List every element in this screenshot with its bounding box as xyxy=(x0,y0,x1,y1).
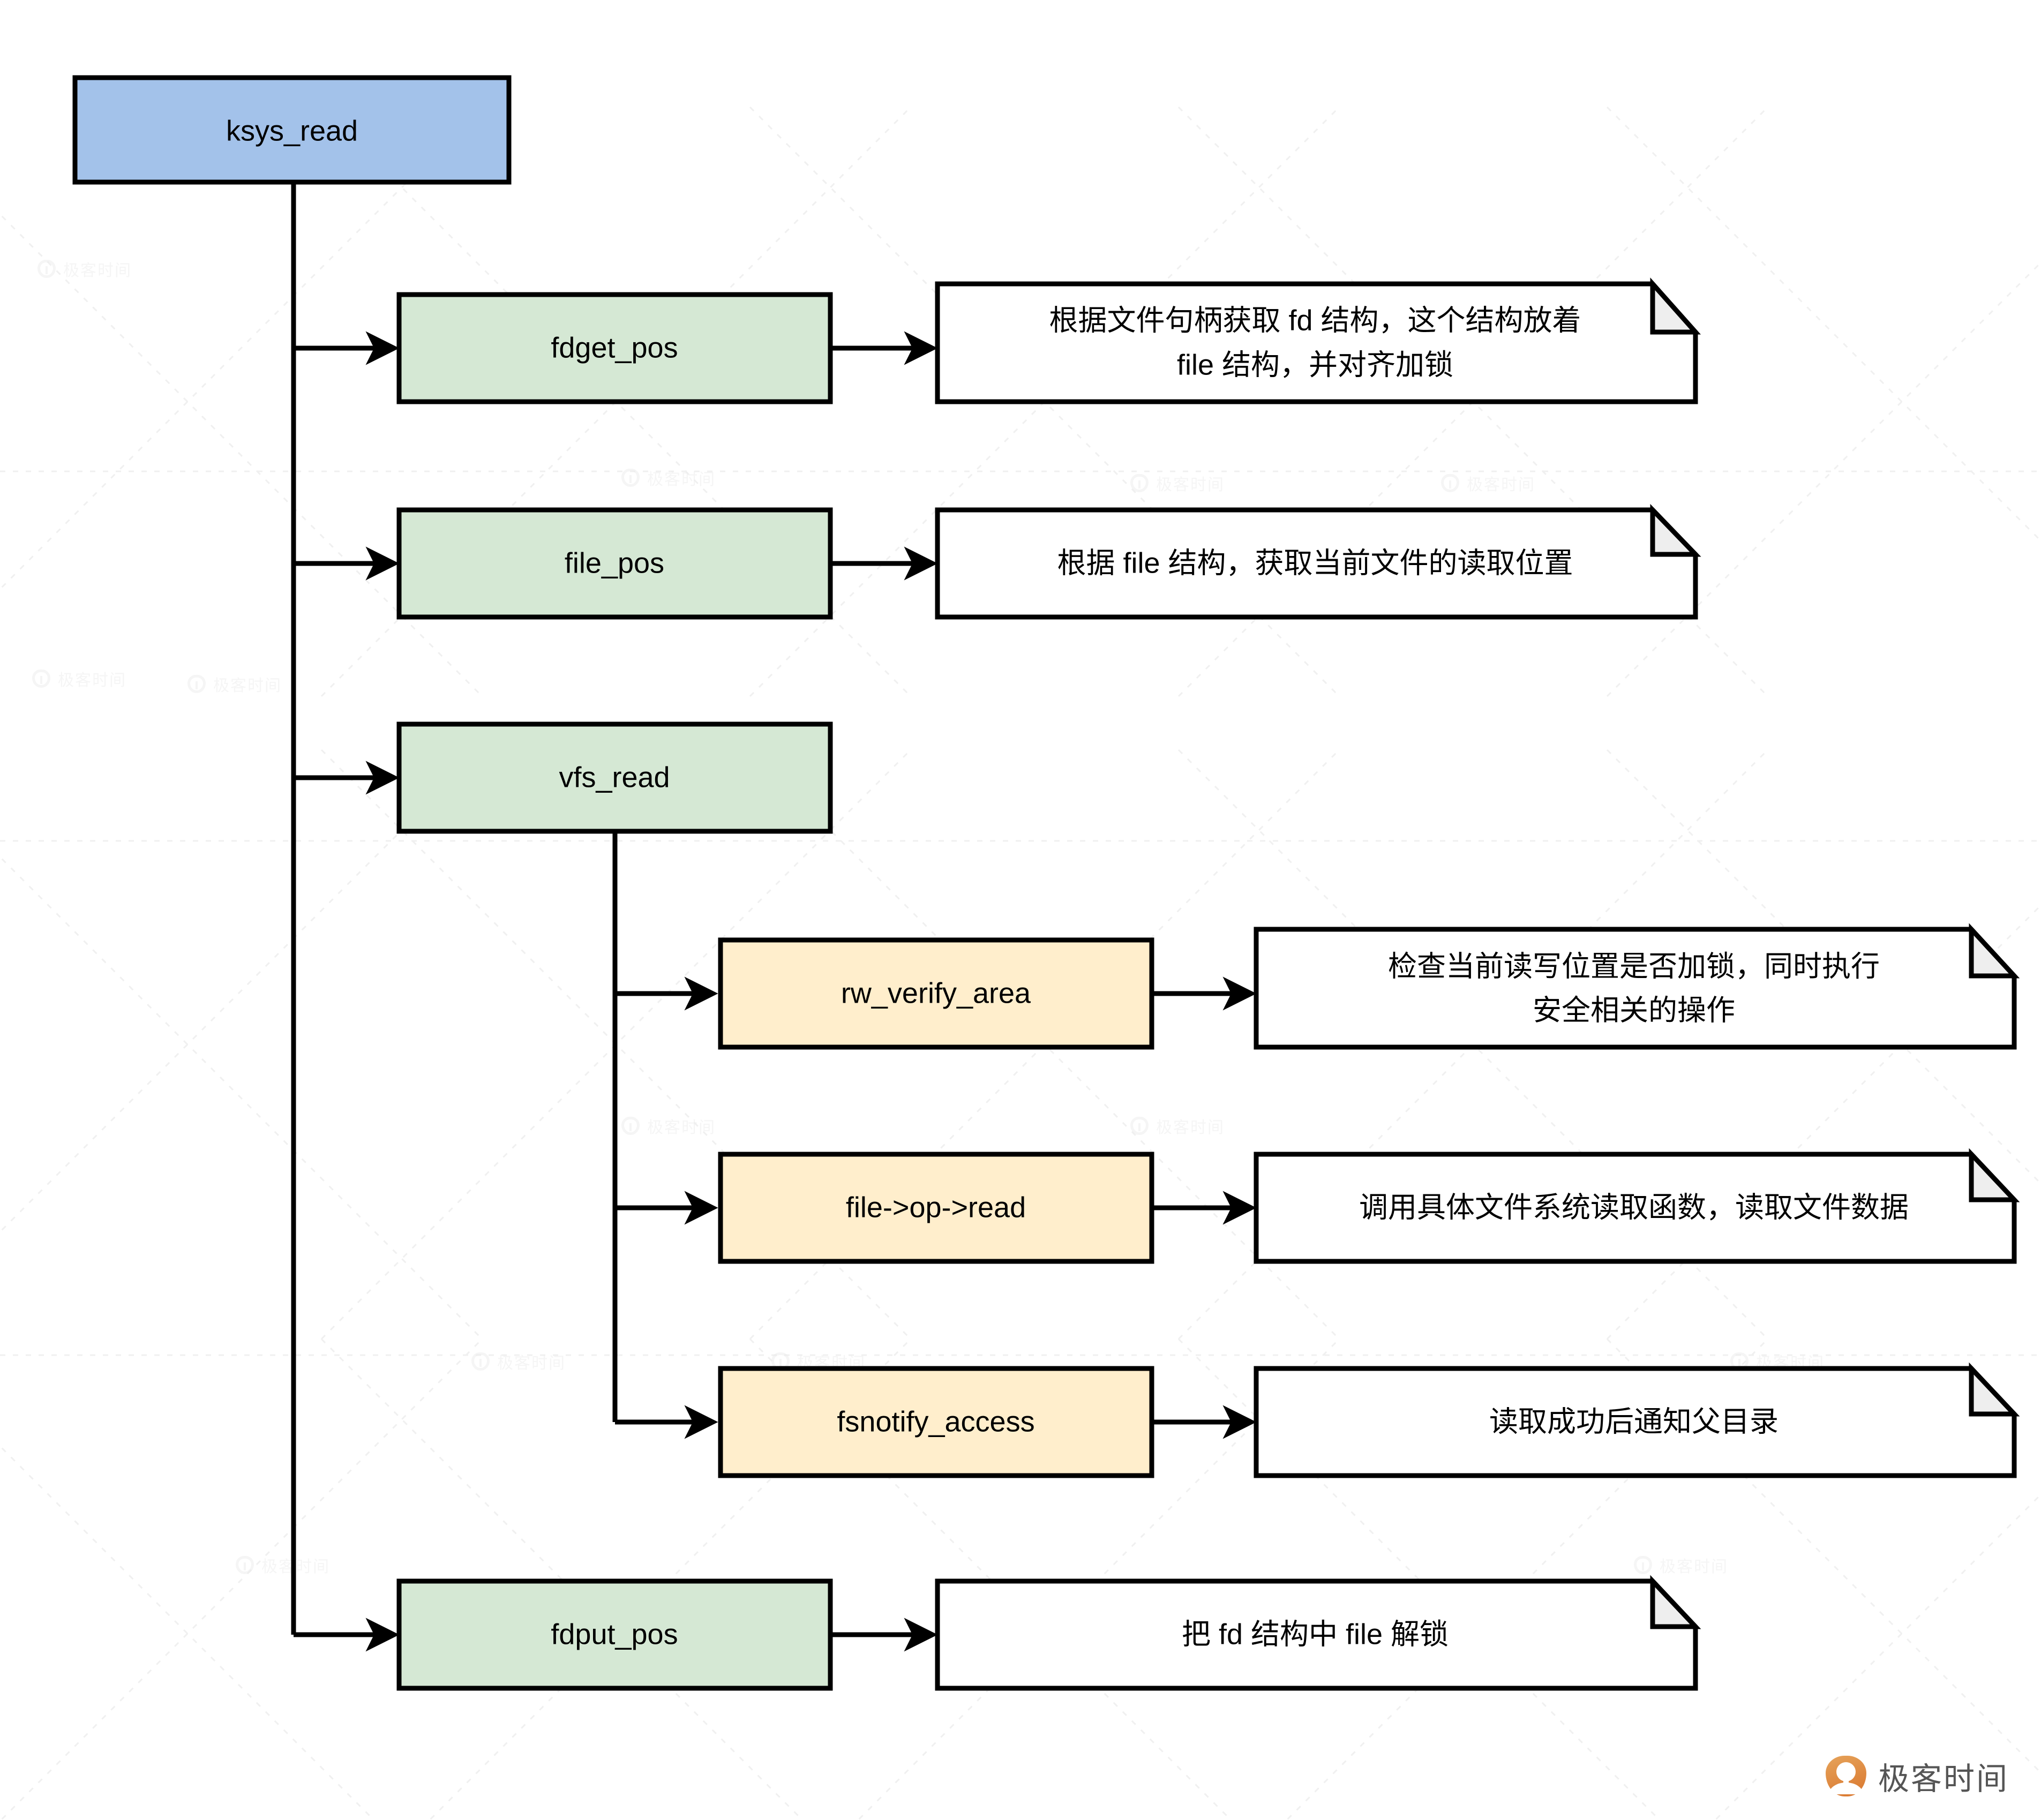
note-fdput_pos-fold xyxy=(1650,1575,1701,1629)
note-file-op-read-body xyxy=(1254,1152,2017,1264)
geektime-pin-icon xyxy=(1825,1756,1866,1796)
node-file_pos-label: file_pos xyxy=(565,547,664,579)
note-rw_verify_area: 检查当前读写位置是否加锁，同时执行 安全相关的操作 xyxy=(1254,923,2020,1050)
note-file-op-read: 调用具体文件系统读取函数，读取文件数据 xyxy=(1254,1148,2020,1264)
brand-logo: 极客时间 xyxy=(1825,1754,2009,1799)
note-rw_verify_area-line-1: 检查当前读写位置是否加锁，同时执行 xyxy=(1388,950,1880,982)
node-rw_verify_area-label: rw_verify_area xyxy=(841,977,1031,1009)
node-fdget_pos[interactable]: fdget_pos xyxy=(396,292,833,404)
note-fsnotify_access-fold xyxy=(1969,1362,2020,1417)
pin-cut xyxy=(1828,1783,1863,1794)
node-fsnotify_access-box xyxy=(718,1366,1154,1478)
pin-needle xyxy=(1843,1765,1849,1787)
node-file-op-read[interactable]: file->op->read xyxy=(718,1152,1154,1264)
node-file_pos-box xyxy=(396,507,833,620)
node-rw_verify_area[interactable]: rw_verify_area xyxy=(718,937,1154,1050)
node-vfs_read-box xyxy=(396,721,833,834)
node-fdput_pos[interactable]: fdput_pos xyxy=(396,1578,833,1691)
node-vfs_read-label: vfs_read xyxy=(559,761,670,793)
node-ksys_read-box xyxy=(72,75,512,185)
node-fdput_pos-box xyxy=(396,1578,833,1691)
note-file-op-read-line-1: 调用具体文件系统读取函数，读取文件数据 xyxy=(1359,1191,1909,1223)
note-file_pos: 根据 file 结构，获取当前文件的读取位置 xyxy=(935,503,1701,620)
note-fdget_pos: 根据文件句柄获取 fd 结构，这个结构放着 file 结构，并对齐加锁 xyxy=(935,277,1701,404)
node-rw_verify_area-box xyxy=(718,937,1154,1050)
node-fsnotify_access-label: fsnotify_access xyxy=(837,1405,1034,1438)
node-file_pos[interactable]: file_pos xyxy=(396,507,833,620)
node-fdget_pos-label: fdget_pos xyxy=(551,332,678,364)
note-fdget_pos-body xyxy=(935,281,1698,404)
node-fdput_pos-label: fdput_pos xyxy=(551,1618,678,1650)
note-fsnotify_access-body xyxy=(1254,1366,2017,1478)
edges xyxy=(291,181,1257,1652)
node-fsnotify_access[interactable]: fsnotify_access xyxy=(718,1366,1154,1478)
note-file_pos-line-1: 根据 file 结构，获取当前文件的读取位置 xyxy=(1057,547,1573,579)
note-rw_verify_area-body xyxy=(1254,927,2017,1050)
note-fdget_pos-fold xyxy=(1650,277,1701,335)
note-file_pos-fold xyxy=(1650,503,1701,557)
note-fsnotify_access: 读取成功后通知父目录 xyxy=(1254,1362,2020,1478)
note-fdput_pos-body xyxy=(935,1578,1698,1691)
node-ksys_read[interactable]: ksys_read xyxy=(72,75,512,185)
node-vfs_read[interactable]: vfs_read xyxy=(396,721,833,834)
note-rw_verify_area-line-2: 安全相关的操作 xyxy=(1533,994,1735,1026)
note-fsnotify_access-line-1: 读取成功后通知父目录 xyxy=(1489,1405,1779,1438)
note-fdput_pos-line-1: 把 fd 结构中 file 解锁 xyxy=(1182,1618,1449,1650)
note-rw_verify_area-fold xyxy=(1969,923,2020,979)
node-ksys_read-label: ksys_read xyxy=(226,115,358,147)
note-fdget_pos-line-2: file 结构，并对齐加锁 xyxy=(1177,349,1453,381)
node-fdget_pos-box xyxy=(396,292,833,404)
note-file_pos-body xyxy=(935,507,1698,620)
note-fdput_pos: 把 fd 结构中 file 解锁 xyxy=(935,1575,1701,1691)
node-file-op-read-box xyxy=(718,1152,1154,1264)
note-file-op-read-fold xyxy=(1969,1148,2020,1202)
node-file-op-read-label: file->op->read xyxy=(846,1191,1026,1223)
note-fdget_pos-line-1: 根据文件句柄获取 fd 结构，这个结构放着 xyxy=(1049,304,1581,336)
brand-name: 极客时间 xyxy=(1878,1761,2009,1797)
